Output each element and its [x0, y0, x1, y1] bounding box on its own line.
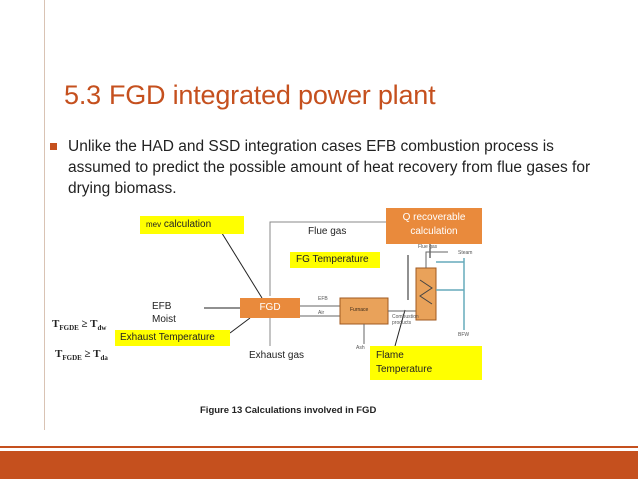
- schematic-combustion-label: Combustion products: [392, 314, 419, 326]
- mev-symbol: mev: [146, 220, 162, 229]
- title-text: FGD integrated power plant: [108, 80, 436, 110]
- moist-label: Moist: [152, 314, 176, 325]
- condition-da: TFGDE ≥ Tda: [55, 348, 108, 362]
- furnace-block: [339, 297, 389, 325]
- boiler-block: [415, 267, 437, 321]
- left-rule: [44, 0, 45, 430]
- schematic-bfw-label: BFW: [458, 332, 470, 338]
- cond2-t: T: [55, 348, 63, 360]
- flame-temperature-label: Flame Temperature: [376, 350, 433, 375]
- square-bullet-icon: [50, 143, 57, 150]
- cond2-sub1: FGDE: [62, 354, 82, 363]
- cond2-op: ≥ T: [81, 348, 101, 360]
- schematic-air-label: Air: [318, 310, 325, 316]
- flame-temp-connector: [394, 309, 406, 347]
- schematic-furnace-label: Furnace: [350, 307, 369, 313]
- schematic-efb-label: EFB: [318, 296, 328, 302]
- fg-temperature-box: FG Temperature: [290, 252, 380, 268]
- exhaust-temperature-box: Exhaust Temperature: [115, 330, 230, 346]
- efb-label: EFB: [152, 301, 172, 312]
- footer-bar: [0, 451, 638, 479]
- flame-temperature-box: Flame Temperature: [370, 346, 482, 380]
- title-number: 5.3: [64, 80, 101, 110]
- schematic-flue-gas-label: Flue gas: [418, 244, 438, 250]
- mev-calculation-box: mev calculation: [140, 216, 244, 234]
- furnace-schematic: [300, 251, 465, 344]
- flue-gas-label: Flue gas: [308, 226, 347, 237]
- cond1-sub1: FGDE: [59, 324, 79, 333]
- schematic-steam-label: Steam: [458, 250, 473, 256]
- cond2-sub2: da: [100, 354, 108, 363]
- exhaust-gas-label: Exhaust gas: [249, 350, 305, 361]
- figure-caption: Figure 13 Calculations involved in FGD: [200, 405, 377, 416]
- mev-calc-label: calculation: [161, 219, 212, 230]
- mev-connector: [219, 229, 263, 299]
- schematic-ash-label: Ash: [356, 345, 365, 351]
- footer-rule: [0, 446, 638, 448]
- q-recoverable-box: Q recoverable calculation: [386, 208, 482, 244]
- flue-gas-line: [269, 221, 388, 296]
- condition-dw: TFGDE ≥ Tdw: [52, 318, 106, 332]
- cond1-sub2: dw: [97, 324, 107, 333]
- cond1-t: T: [52, 318, 60, 330]
- bullet-point: Unlike the HAD and SSD integration cases…: [50, 136, 608, 199]
- cond1-op: ≥ T: [78, 318, 98, 330]
- exhaust-temp-connector: [229, 317, 251, 334]
- fgd-box: FGD: [240, 298, 300, 318]
- bullet-text: Unlike the HAD and SSD integration cases…: [68, 138, 591, 197]
